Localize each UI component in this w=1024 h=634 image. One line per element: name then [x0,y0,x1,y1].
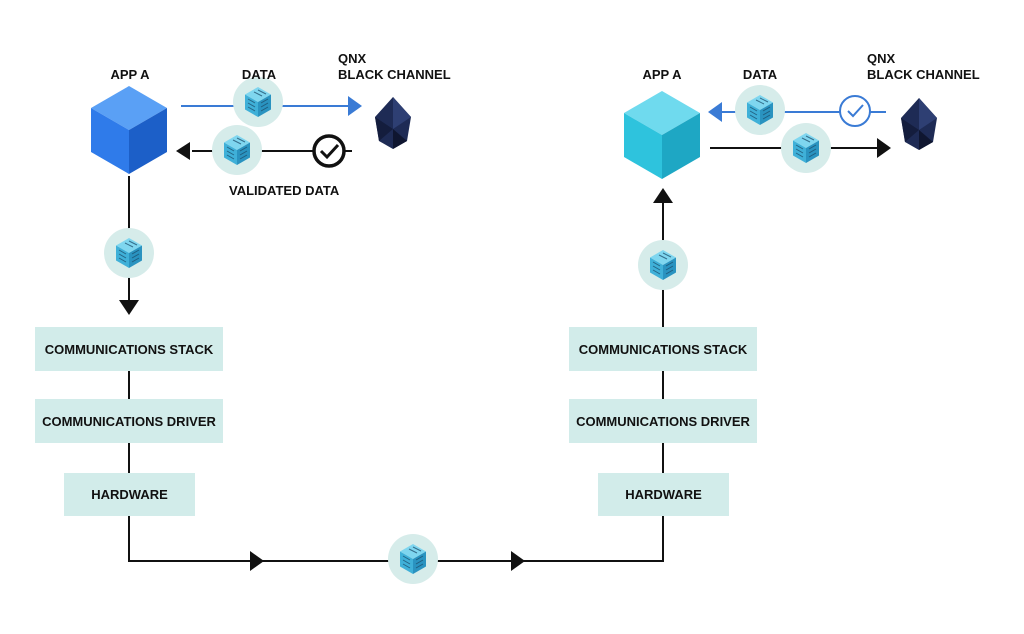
right-app-cube-icon [624,91,700,179]
left-data-label: DATA [241,67,277,82]
right-communications-stack-box: COMMUNICATIONS STACK [569,327,757,371]
left-qnx-gem-icon [375,97,411,149]
left-down-packet-icon [103,227,155,279]
left-checkmark-icon [312,134,346,168]
left-app-label: APP A [110,67,150,82]
right-qnx-gem-icon [901,98,937,150]
right-up-packet-icon [637,239,689,291]
left-data-packet-icon [232,76,284,128]
right-data-label: DATA [742,67,778,82]
left-app-cube-icon [91,86,167,174]
left-validated-label: VALIDATED DATA [229,183,340,198]
right-out-packet-icon [780,122,832,174]
left-validated-packet-icon [211,124,263,176]
right-qnx-label-2: BLACK CHANNEL [867,67,980,82]
left-qnx-label-1: QNX [338,51,367,66]
bottom-arrow-2-icon [511,551,525,571]
right-communications-driver-box: COMMUNICATIONS DRIVER [569,399,757,443]
right-out-arrow-icon [877,138,891,158]
right-up-arrow-icon [653,188,673,203]
bottom-arrow-1-icon [250,551,264,571]
left-communications-driver-box: COMMUNICATIONS DRIVER [35,399,223,443]
left-communications-stack-box: COMMUNICATIONS STACK [35,327,223,371]
left-hardware-box: HARDWARE [64,473,195,516]
left-qnx-label-2: BLACK CHANNEL [338,67,451,82]
right-checkmark-icon [839,95,871,127]
right-app-label: APP A [642,67,682,82]
right-qnx-label-1: QNX [867,51,896,66]
right-data-arrow-icon [708,102,722,122]
right-data-packet-icon [734,84,786,136]
bottom-packet-icon [387,533,439,585]
right-hardware-box: HARDWARE [598,473,729,516]
left-validated-arrow-icon [176,142,190,160]
left-down-arrow-icon [119,300,139,315]
left-data-arrow-icon [348,96,362,116]
